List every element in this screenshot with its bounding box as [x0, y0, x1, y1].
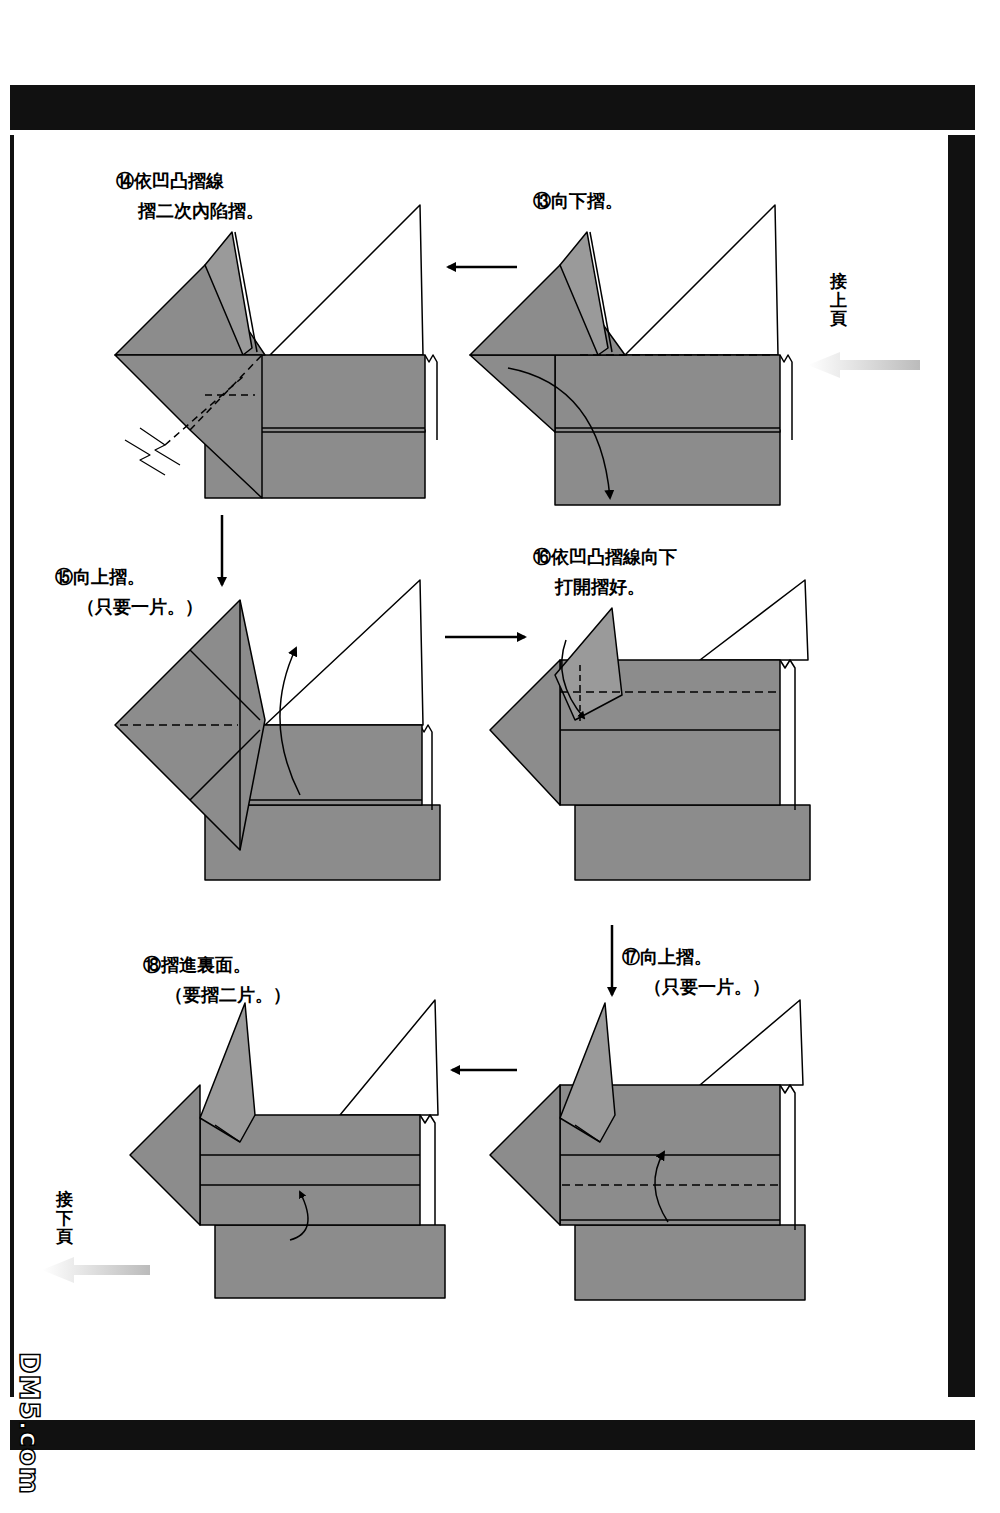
step-caption: ⑯依凹凸摺線向下 打開摺好。 — [533, 542, 745, 601]
continue-note: 接下頁 — [56, 1190, 73, 1246]
fold-figure-18 — [130, 1000, 445, 1298]
step-caption: ⑮向上摺。 （只要一片。） — [55, 562, 247, 621]
fold-figure-17 — [490, 1000, 805, 1300]
step-caption: ⑭依凹凸摺線 摺二次內陷摺。 — [116, 166, 308, 225]
watermark: DM5.com — [14, 1352, 44, 1495]
fold-figure-16 — [490, 580, 810, 880]
step-caption: ⑬向下摺。 — [533, 186, 755, 216]
page-frame — [10, 85, 975, 1450]
fold-figure-15 — [115, 580, 440, 880]
continue-arrows — [42, 352, 920, 1283]
continue-note: 接上頁 — [830, 272, 847, 328]
step-caption: ⑰向上摺。 （只要一片。） — [622, 942, 814, 1001]
step-arrows — [222, 267, 612, 1070]
step-caption: ⑱摺進裏面。 （要摺二片。） — [143, 950, 335, 1009]
fold-figure-14 — [115, 205, 437, 498]
fold-figure-13 — [470, 205, 792, 505]
